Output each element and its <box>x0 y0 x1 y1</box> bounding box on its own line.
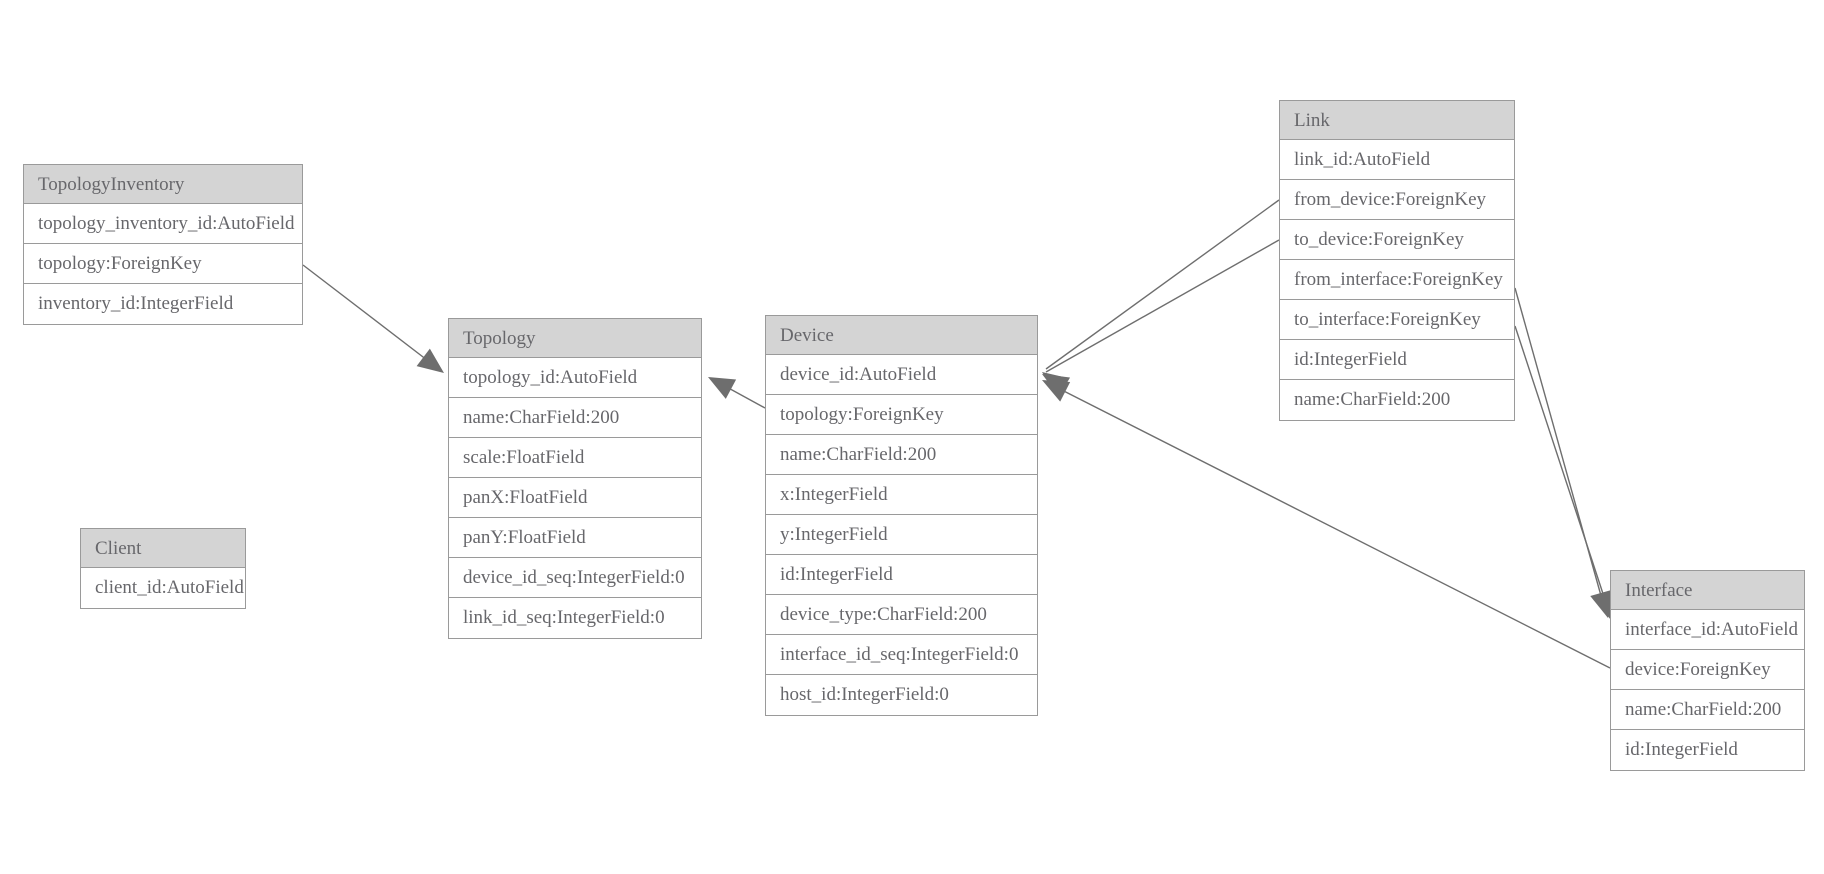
relationship-link-to-interface <box>1514 325 1614 620</box>
entity-field: name:CharField:200 <box>1280 380 1514 420</box>
entity-field: link_id_seq:IntegerField:0 <box>449 598 701 638</box>
entity-field: to_device:ForeignKey <box>1280 220 1514 260</box>
entity-field: scale:FloatField <box>449 438 701 478</box>
relationship-link-from-device <box>1042 199 1280 397</box>
entity-title-topology: Topology <box>449 319 701 358</box>
relationship-device-topology <box>708 377 766 409</box>
relationship-link-to-device <box>1042 239 1280 397</box>
entity-field: topology_inventory_id:AutoField <box>24 204 302 244</box>
entity-title-link: Link <box>1280 101 1514 140</box>
entity-field: device_id_seq:IntegerField:0 <box>449 558 701 598</box>
entity-field: y:IntegerField <box>766 515 1037 555</box>
entity-field: id:IntegerField <box>1611 730 1804 770</box>
entity-field: name:CharField:200 <box>766 435 1037 475</box>
entity-title-device: Device <box>766 316 1037 355</box>
entity-field: from_interface:ForeignKey <box>1280 260 1514 300</box>
entity-field: panY:FloatField <box>449 518 701 558</box>
entity-title-interface: Interface <box>1611 571 1804 610</box>
entity-field: device:ForeignKey <box>1611 650 1804 690</box>
entity-field: to_interface:ForeignKey <box>1280 300 1514 340</box>
entity-field: inventory_id:IntegerField <box>24 284 302 324</box>
entity-field: device_type:CharField:200 <box>766 595 1037 635</box>
relationship-arrowhead <box>416 348 444 373</box>
entity-field: link_id:AutoField <box>1280 140 1514 180</box>
relationship-link-from-interface <box>1514 287 1612 618</box>
relationship-arrowhead <box>1042 374 1071 397</box>
entity-field: host_id:IntegerField:0 <box>766 675 1037 715</box>
entity-field: id:IntegerField <box>766 555 1037 595</box>
entity-field: x:IntegerField <box>766 475 1037 515</box>
entity-field: topology:ForeignKey <box>24 244 302 284</box>
entity-field: interface_id:AutoField <box>1611 610 1804 650</box>
entity-field: name:CharField:200 <box>1611 690 1804 730</box>
entity-field: client_id:AutoField <box>81 568 245 608</box>
entity-field: device_id:AutoField <box>766 355 1037 395</box>
relationship-topologyinventory-topology <box>302 264 444 373</box>
entity-field: topology_id:AutoField <box>449 358 701 398</box>
entity-field: panX:FloatField <box>449 478 701 518</box>
entity-field: id:IntegerField <box>1280 340 1514 380</box>
entity-title-topology_inventory: TopologyInventory <box>24 165 302 204</box>
entity-title-client: Client <box>81 529 245 568</box>
entity-field: name:CharField:200 <box>449 398 701 438</box>
relationship-arrowhead <box>708 377 737 399</box>
entity-field: interface_id_seq:IntegerField:0 <box>766 635 1037 675</box>
entity-field: topology:ForeignKey <box>766 395 1037 435</box>
relationship-arrowhead <box>1042 372 1070 397</box>
entity-field: from_device:ForeignKey <box>1280 180 1514 220</box>
relationship-arrowhead <box>1042 380 1071 402</box>
